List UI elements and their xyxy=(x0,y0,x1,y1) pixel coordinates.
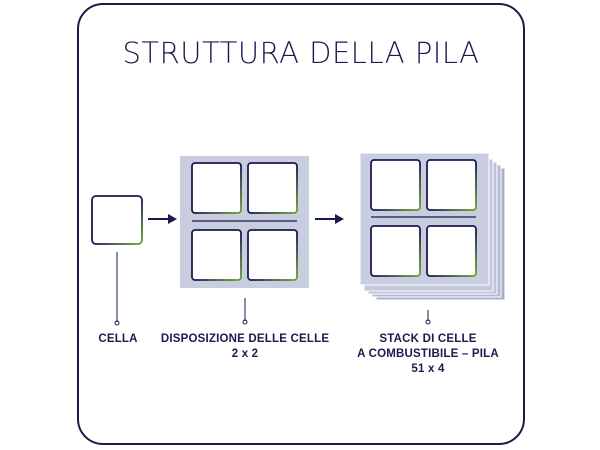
outer-frame xyxy=(77,3,525,445)
arrow-right-icon xyxy=(148,214,177,224)
label-arrangement-line2: 2 x 2 xyxy=(231,348,259,360)
cell-connector xyxy=(114,252,120,326)
cell-arrangement-panel xyxy=(180,156,309,288)
label-stack: STACK DI CELLE A COMBUSTIBILE – PILA 51 … xyxy=(345,332,511,377)
single-cell xyxy=(91,195,143,245)
label-stack-line1: STACK DI CELLE xyxy=(379,333,477,345)
fuel-cell-stack xyxy=(359,152,506,301)
label-stack-line2: A COMBUSTIBILE – PILA xyxy=(357,348,499,360)
diagram-title: STRUTTURA DELLA PILA xyxy=(122,36,480,70)
label-stack-line3: 51 x 4 xyxy=(411,363,445,375)
label-arrangement: DISPOSIZIONE DELLE CELLE 2 x 2 xyxy=(160,332,330,362)
stack-connector xyxy=(425,310,431,325)
arrow-right-icon xyxy=(315,214,344,224)
label-cell-text: CELLA xyxy=(98,333,138,345)
label-cell: CELLA xyxy=(92,332,144,347)
arrangement-connector xyxy=(242,298,248,325)
label-arrangement-line1: DISPOSIZIONE DELLE CELLE xyxy=(160,333,330,345)
